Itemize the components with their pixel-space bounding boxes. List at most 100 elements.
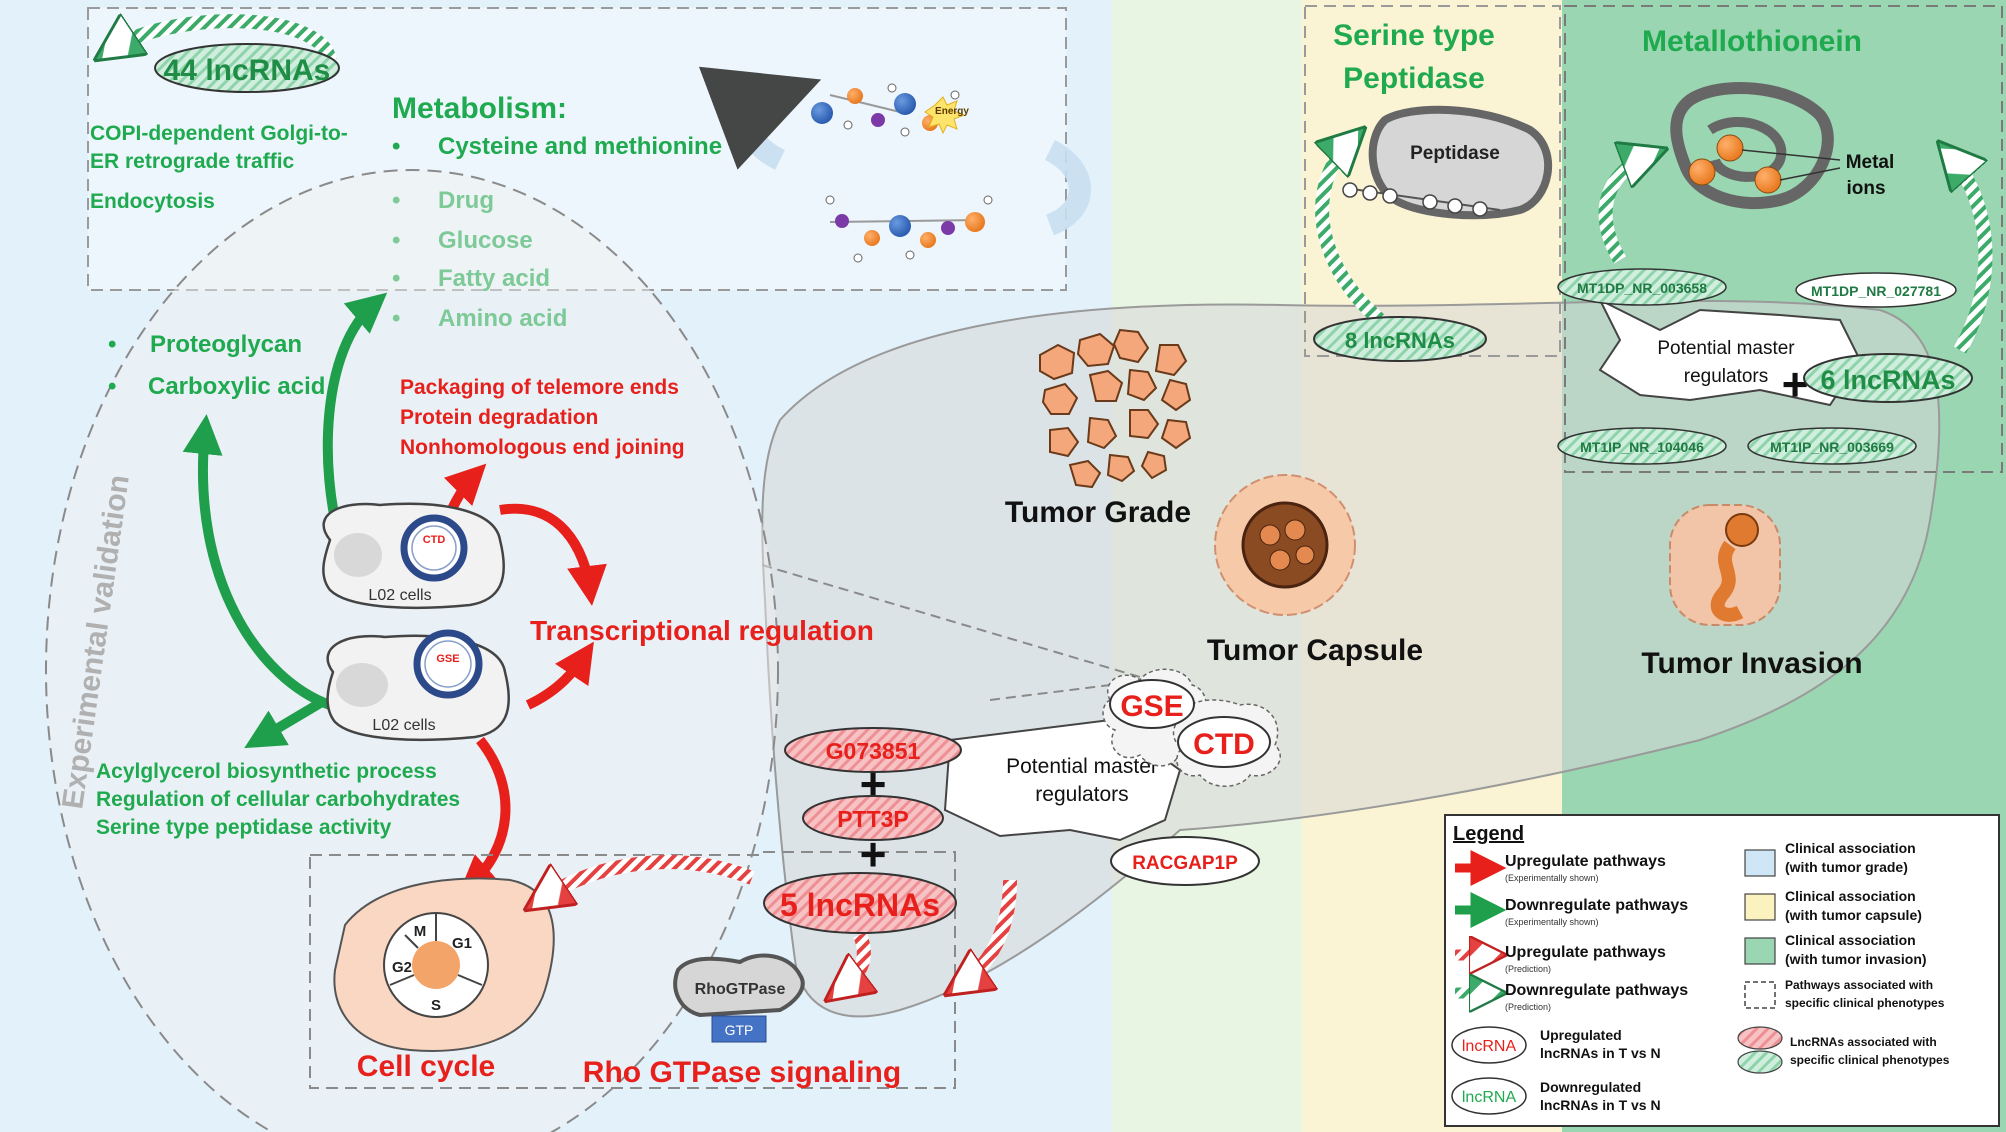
metabolism-item-1: Cysteine and methionine bbox=[438, 133, 722, 160]
pathway-line-3: Endocytosis bbox=[90, 190, 215, 213]
legend-row1-main: Upregulate pathways bbox=[1505, 853, 1666, 870]
metabolism-item-2: Drug bbox=[438, 187, 494, 214]
phase-m: M bbox=[414, 923, 427, 940]
lnc8-label: 8 lncRNAs bbox=[1345, 328, 1455, 353]
mt1ip-104046-label: MT1IP_NR_104046 bbox=[1580, 439, 1704, 455]
legend-grade-swatch bbox=[1744, 849, 1776, 877]
phase-g2: G2 bbox=[392, 959, 412, 976]
green-arrow-acylglycerol bbox=[244, 697, 325, 749]
metabolism-title: Metabolism: bbox=[392, 92, 567, 125]
gse-label: GSE bbox=[1120, 690, 1183, 723]
zoom-line-top bbox=[761, 564, 1151, 681]
legend-row5-main: Upregulated bbox=[1540, 1027, 1622, 1043]
gse-badge bbox=[1109, 679, 1195, 729]
legend-green-hatch-swatch bbox=[1737, 1050, 1783, 1074]
mt1dp-027781-badge bbox=[1795, 272, 1957, 308]
metabolism-item-4: Fatty acid bbox=[438, 265, 550, 292]
legend-r5-main: LncRNAs associated with bbox=[1790, 1035, 1937, 1049]
l02-label-1: L02 cells bbox=[368, 587, 431, 604]
metallo-master-burst bbox=[1597, 297, 1862, 407]
metallothionein-box bbox=[1564, 5, 2003, 473]
metal-label-1: Metal bbox=[1846, 152, 1895, 173]
mt1ip-003669-badge bbox=[1747, 427, 1917, 465]
cellcycle-rho-box bbox=[309, 851, 956, 1089]
legend-row3-main: Upregulate pathways bbox=[1505, 944, 1666, 961]
ptt3p-label: PTT3P bbox=[837, 806, 909, 832]
legend-dashed-swatch bbox=[1744, 981, 1776, 1009]
lnc44-badge bbox=[154, 43, 340, 93]
legend-row1-sub: (Experimentally shown) bbox=[1505, 873, 1599, 883]
racgap1p-label: RACGAP1P bbox=[1132, 853, 1238, 874]
metabolism-bullet-5: • bbox=[392, 305, 400, 332]
l02-cell-gse: GSE L02 cells bbox=[326, 629, 510, 742]
gtp-label: GTP bbox=[725, 1022, 754, 1038]
metal-label-2: ions bbox=[1846, 178, 1885, 199]
mt1ip-104046-badge bbox=[1557, 427, 1727, 465]
legend-row2-sub: (Experimentally shown) bbox=[1505, 917, 1599, 927]
red-arrow-transcription-1 bbox=[499, 503, 607, 606]
center-master-line-1: Potential master bbox=[1006, 755, 1158, 778]
left-bullet-1: • bbox=[108, 331, 116, 358]
ctd-badge bbox=[1177, 716, 1271, 768]
mt1dp-003658-badge bbox=[1557, 268, 1727, 306]
legend-up-lnc-badge bbox=[1451, 1026, 1527, 1064]
metallo-master-line-2: regulators bbox=[1684, 366, 1769, 387]
red-arrow-transcription-2 bbox=[525, 641, 594, 710]
legend-row6-sub: lncRNAs in T vs N bbox=[1540, 1097, 1661, 1113]
tumor-grade-cells bbox=[1039, 328, 1192, 489]
metallo-pred-arrow-right bbox=[1950, 155, 1993, 354]
lnc5-label: 5 lncRNAs bbox=[780, 887, 940, 923]
green-arrow-proteoglycan bbox=[182, 414, 332, 710]
legend-r5-sub: specific clinical phenotypes bbox=[1790, 1053, 1950, 1067]
serine-pred-arrow bbox=[1322, 140, 1380, 326]
gse-tag: GSE bbox=[436, 653, 459, 665]
l02-cell-ctd: CTD L02 cells bbox=[322, 502, 505, 610]
cell-cycle-icon: M G1 G2 S bbox=[333, 877, 555, 1052]
legend-r1-sub: (with tumor grade) bbox=[1785, 859, 1908, 875]
left-item-2: Carboxylic acid bbox=[148, 373, 325, 400]
center-master-line-2: regulators bbox=[1035, 783, 1128, 806]
metallothionein-title: Metallothionein bbox=[1642, 25, 1862, 58]
pathway-line-2: ER retrograde traffic bbox=[90, 150, 295, 173]
red-item-3: Nonhomologous end joining bbox=[400, 436, 685, 459]
left-bullet-2: • bbox=[108, 373, 116, 400]
tumor-capsule-title: Tumor Capsule bbox=[1207, 634, 1423, 667]
left-item-1: Proteoglycan bbox=[150, 331, 302, 358]
legend-up-lnc-tag: lncRNA bbox=[1462, 1038, 1517, 1055]
legend-title: Legend bbox=[1453, 823, 1524, 845]
rho-protein-label: RhoGTPase bbox=[695, 981, 786, 998]
metabolism-bullet-4: • bbox=[392, 265, 400, 292]
legend-row4-sub: (Prediction) bbox=[1505, 1002, 1551, 1012]
cell-cycle-title: Cell cycle bbox=[357, 1050, 495, 1083]
tumor-invasion-title: Tumor Invasion bbox=[1641, 647, 1862, 680]
pathway-line-1: COPI-dependent Golgi-to- bbox=[90, 122, 348, 145]
metabolism-bullet-1: • bbox=[392, 133, 400, 160]
legend-row3-sub: (Prediction) bbox=[1505, 964, 1551, 974]
tumor-grade-title: Tumor Grade bbox=[1005, 496, 1191, 529]
metallo-pred-arrow-left bbox=[1598, 155, 1650, 264]
mt1dp-027781-label: MT1DP_NR_027781 bbox=[1811, 283, 1941, 299]
serine-title-2: Peptidase bbox=[1343, 62, 1485, 95]
metabolism-item-5: Amino acid bbox=[438, 305, 567, 332]
tumor-invasion-cells bbox=[1669, 504, 1781, 626]
lnc8-badge bbox=[1313, 316, 1487, 362]
energy-cycle-icon: Energy bbox=[698, 66, 1091, 263]
rho-gtpase-title: Rho GTPase signaling bbox=[583, 1056, 901, 1089]
legend-r3-sub: (with tumor invasion) bbox=[1785, 951, 1927, 967]
ctd-label: CTD bbox=[1193, 728, 1255, 761]
legend-down-lnc-tag: lncRNA bbox=[1462, 1089, 1517, 1106]
legend-row5-sub: lncRNAs in T vs N bbox=[1540, 1045, 1661, 1061]
tumor-capsule-cells bbox=[1214, 474, 1356, 616]
rho-gtpase-icon: RhoGTPase GTP bbox=[673, 953, 805, 1043]
serine-title-1: Serine type bbox=[1333, 19, 1495, 52]
metallo-master-line-1: Potential master bbox=[1657, 338, 1795, 359]
legend-down-lnc-badge bbox=[1451, 1077, 1527, 1115]
green-item-1: Acylglycerol biosynthetic process bbox=[96, 760, 437, 783]
legend-r4-main: Pathways associated with bbox=[1785, 978, 1933, 992]
pred-arrow-racgap bbox=[960, 879, 1017, 985]
metallo-plus: + bbox=[1782, 358, 1809, 410]
racgap1p-badge bbox=[1110, 836, 1260, 886]
energy-label: Energy bbox=[935, 106, 969, 117]
